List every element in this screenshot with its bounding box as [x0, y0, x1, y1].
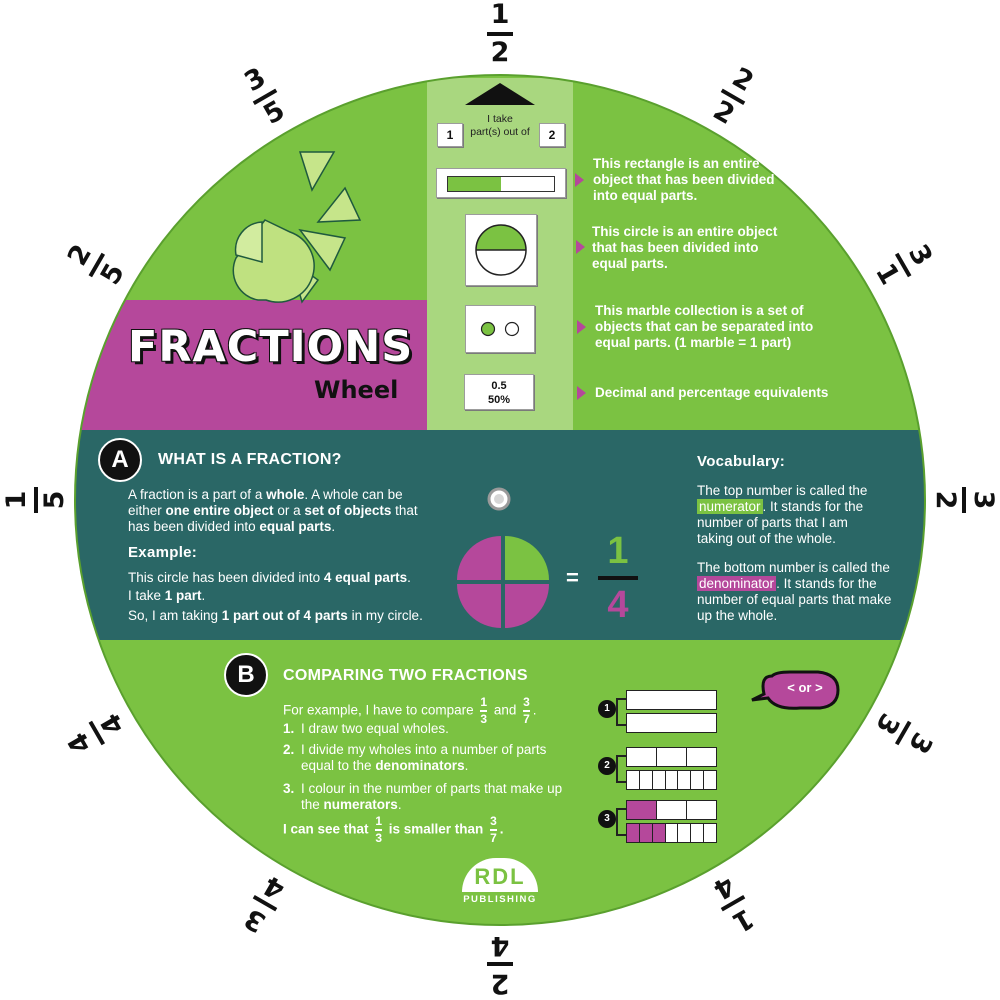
circle-window [465, 214, 537, 286]
circle-pointer-icon [576, 240, 585, 254]
diagram-part [656, 800, 687, 820]
comparison-diagram: 1 2 3 [594, 690, 724, 850]
rectangle-bar [447, 176, 555, 192]
title-band [75, 300, 427, 430]
compare-bubble-icon [751, 670, 840, 710]
marbles-window [465, 305, 535, 353]
diagram-part [686, 800, 717, 820]
page-subtitle: Wheel [314, 376, 399, 404]
step-bracket [616, 808, 628, 836]
example-denominator: 4 [607, 584, 629, 626]
compare-bubble-text: < or > [787, 680, 823, 695]
vocabulary-numerator: The top number is called the numerator. … [697, 483, 868, 546]
example-line-1: This circle has been divided into 4 equa… [128, 570, 411, 585]
step-number-badge: 3 [598, 810, 616, 828]
diagram-part [638, 770, 653, 790]
numerator-box: 1 [437, 123, 463, 147]
decimal-description: Decimal and percentage equivalents [595, 385, 829, 400]
diagram-part [626, 770, 640, 790]
diagram-part [638, 823, 653, 843]
diagram-part [703, 823, 717, 843]
example-fraction-bar [598, 576, 638, 580]
logo-word: PUBLISHING [463, 894, 537, 905]
rectangle-description: This rectangle is an entire object that … [593, 156, 775, 203]
quarter-circle-icon [457, 536, 549, 628]
example-heading: Example: [128, 544, 198, 561]
circle-description: This circle is an entire object that has… [592, 224, 778, 271]
equals-sign: = [566, 565, 579, 590]
rectangle-window [436, 168, 566, 198]
step-2: 2. I divide my wholes into a number of p… [283, 742, 547, 773]
diagram-part [677, 823, 692, 843]
page-title: FRACTIONS [128, 322, 414, 372]
diagram-part [626, 823, 640, 843]
denominator-highlight: denominator [697, 576, 777, 591]
step-bracket [616, 755, 628, 783]
diagram-part [686, 747, 717, 767]
diagram-part [664, 770, 679, 790]
rectangle-bar-fill [448, 177, 501, 191]
decimal-value: 0.5 [491, 380, 507, 392]
vocabulary-denominator: The bottom number is called the denomina… [697, 560, 892, 623]
diagram-part [651, 770, 666, 790]
numerator-highlight: numerator [697, 499, 763, 514]
diagram-part [690, 823, 705, 843]
diagram-part [626, 747, 657, 767]
step-number-badge: 2 [598, 757, 616, 775]
diagram-part [677, 770, 692, 790]
lime-slices-icon [232, 151, 362, 304]
marbles-description: This marble collection is a set of objec… [595, 303, 814, 350]
section-b-heading: COMPARING TWO FRACTIONS [283, 667, 528, 684]
rectangle-pointer-icon [575, 173, 584, 187]
marbles-pointer-icon [577, 320, 586, 334]
pointer-triangle-icon [465, 83, 535, 105]
section-a-intro: A fraction is a part of a whole. A whole… [128, 487, 418, 534]
marbles-icon [480, 321, 520, 337]
step-1: 1.I draw two equal wholes. [283, 721, 449, 736]
diagram-part [690, 770, 705, 790]
diagram-part [703, 770, 717, 790]
section-a-badge: A [98, 438, 142, 482]
step-number-badge: 1 [598, 700, 616, 718]
diagram-part [626, 800, 657, 820]
step-3: 3. I colour in the number of parts that … [283, 781, 563, 812]
diagram-part [626, 713, 717, 733]
percent-value: 50% [487, 394, 511, 406]
diagram-part [651, 823, 666, 843]
logo-letters: RDL [462, 858, 538, 892]
half-circle-icon [475, 224, 527, 276]
section-a-heading: WHAT IS A FRACTION? [158, 451, 342, 468]
example-line-3: So, I am taking 1 part out of 4 parts in… [128, 608, 423, 623]
example-numerator: 1 [607, 530, 629, 572]
decimal-pointer-icon [577, 386, 586, 400]
example-line-2: I take 1 part. [128, 588, 206, 603]
diagram-part [656, 747, 687, 767]
diagram-part [664, 823, 679, 843]
vocabulary-heading: Vocabulary: [697, 453, 786, 470]
section-b-badge: B [224, 653, 268, 697]
diagram-part [626, 690, 717, 710]
publisher-logo: RDL PUBLISHING [462, 858, 538, 905]
step-bracket [616, 698, 628, 726]
decimal-window: 0.5 50% [464, 374, 534, 410]
denominator-box: 2 [539, 123, 565, 147]
